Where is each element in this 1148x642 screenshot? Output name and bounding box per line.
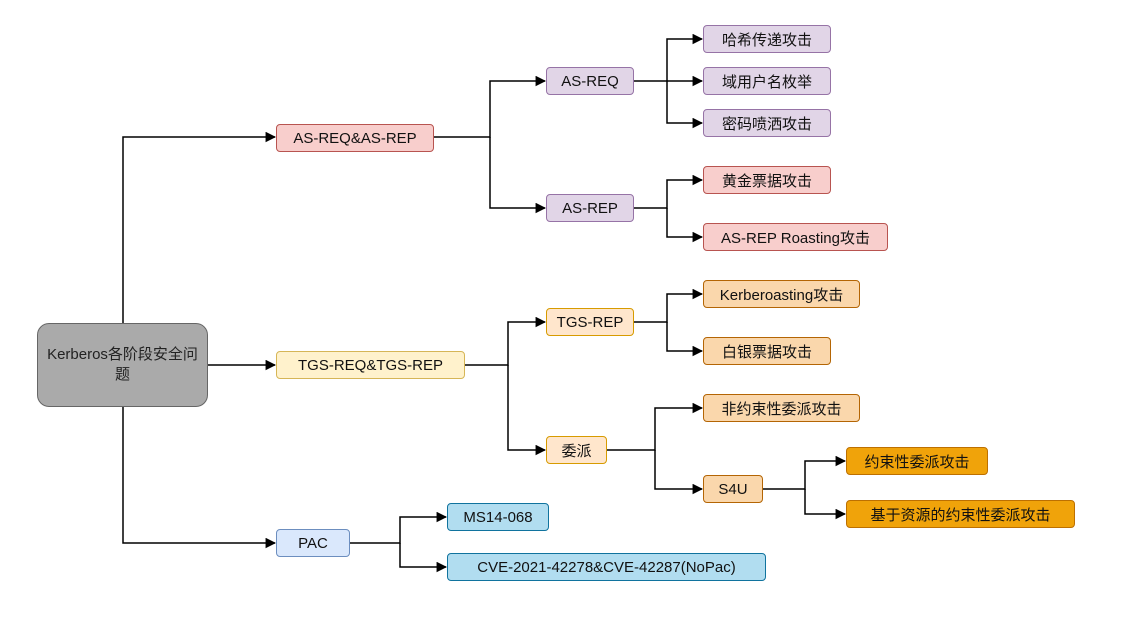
attack-ms14-068: MS14-068 bbox=[447, 503, 549, 531]
edge-s4u-to-rbcd bbox=[804, 489, 847, 520]
attack-golden-ticket: 黄金票据攻击 bbox=[703, 166, 831, 194]
attack-user-enum: 域用户名枚举 bbox=[703, 67, 831, 95]
edge-pac-to-nopac bbox=[399, 543, 448, 573]
edge-tgsrep-to-kerberoasting bbox=[634, 288, 704, 323]
stage-as-req-rep: AS-REQ&AS-REP bbox=[276, 124, 434, 152]
edge-root-to-as bbox=[122, 131, 277, 323]
attack-asrep-roasting: AS-REP Roasting攻击 bbox=[703, 223, 888, 251]
attack-pass-the-hash: 哈希传递攻击 bbox=[703, 25, 831, 53]
edge-asreq-to-spray bbox=[666, 81, 704, 129]
attack-rbcd: 基于资源的约束性委派攻击 bbox=[846, 500, 1075, 528]
edge-delegation-to-s4u bbox=[654, 450, 704, 495]
edge-tgs-to-delegation bbox=[507, 365, 547, 456]
stage-tgs-req-rep: TGS-REQ&TGS-REP bbox=[276, 351, 465, 379]
edge-as-to-asreq bbox=[434, 75, 547, 138]
edge-s4u-to-constrained bbox=[763, 455, 847, 490]
message-delegation: 委派 bbox=[546, 436, 607, 464]
attack-nopac: CVE-2021-42278&CVE-42287(NoPac) bbox=[447, 553, 766, 581]
edge-asreq-to-pth bbox=[634, 33, 704, 82]
message-s4u: S4U bbox=[703, 475, 763, 503]
edge-root-to-pac bbox=[122, 407, 277, 549]
root-node: Kerberos各阶段安全问题 bbox=[37, 323, 208, 407]
edge-tgs-to-tgsrep bbox=[465, 316, 547, 366]
edge-pac-to-ms14068 bbox=[350, 511, 448, 544]
stage-pac: PAC bbox=[276, 529, 350, 557]
edge-delegation-to-unconstrained bbox=[607, 402, 704, 451]
edge-as-to-asrep bbox=[489, 137, 547, 214]
edge-tgsrep-to-silver bbox=[666, 322, 704, 357]
message-tgs-rep: TGS-REP bbox=[546, 308, 634, 336]
message-as-rep: AS-REP bbox=[546, 194, 634, 222]
edge-asrep-to-roasting bbox=[666, 208, 704, 243]
attack-unconstrained-delegation: 非约束性委派攻击 bbox=[703, 394, 860, 422]
attack-constrained-delegation: 约束性委派攻击 bbox=[846, 447, 988, 475]
attack-kerberoasting: Kerberoasting攻击 bbox=[703, 280, 860, 308]
edge-asrep-to-golden bbox=[634, 174, 704, 209]
attack-password-spray: 密码喷洒攻击 bbox=[703, 109, 831, 137]
attack-silver-ticket: 白银票据攻击 bbox=[703, 337, 831, 365]
message-as-req: AS-REQ bbox=[546, 67, 634, 95]
